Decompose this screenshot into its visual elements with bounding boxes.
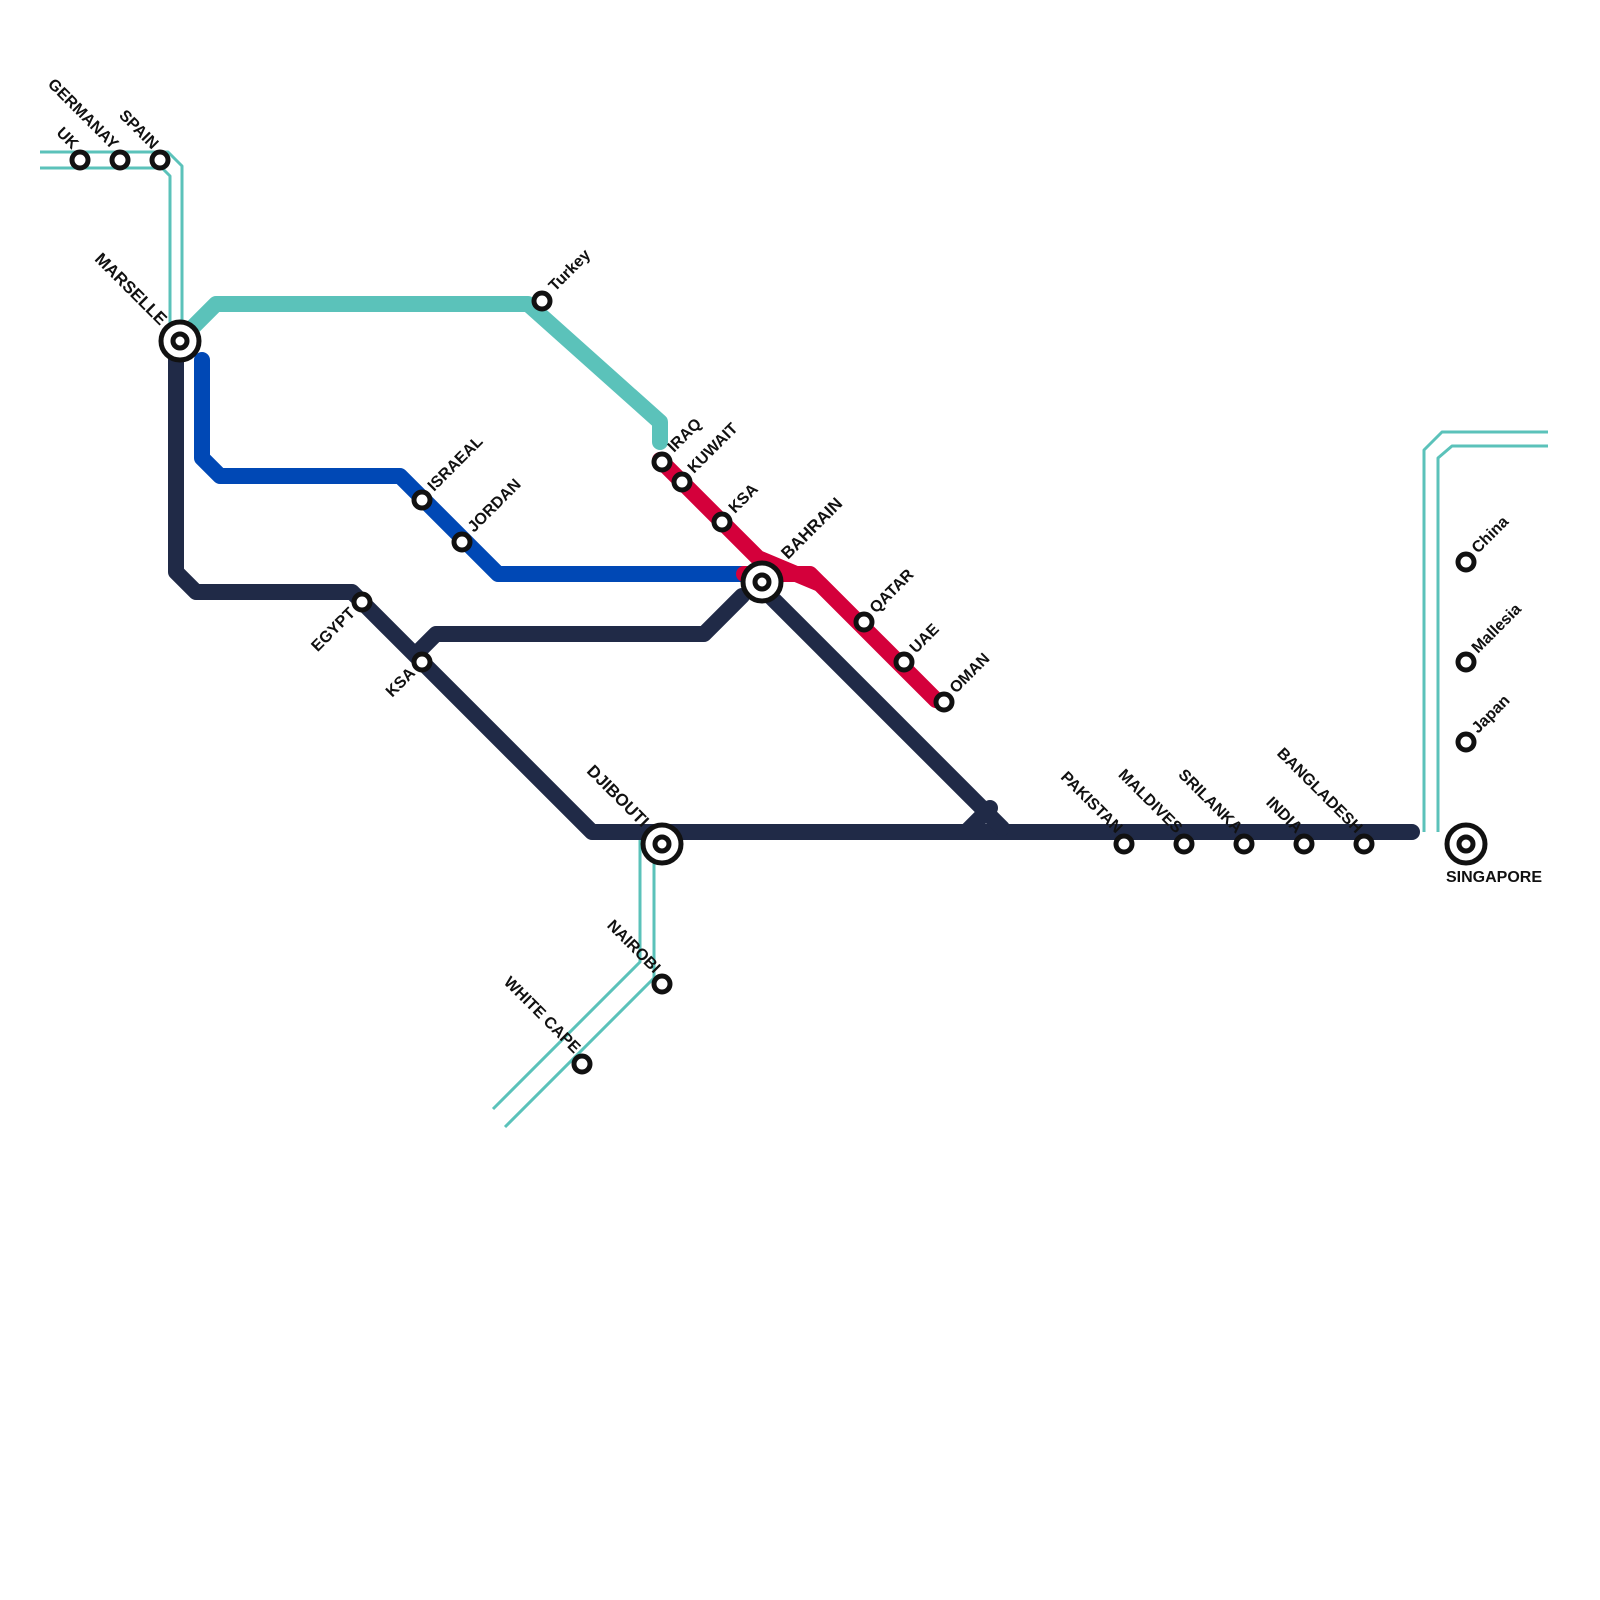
interchange-bahrain[interactable] xyxy=(740,560,784,604)
line-europe-outer xyxy=(40,150,184,332)
station-white-cape[interactable] xyxy=(571,1053,593,1075)
station-maldives[interactable] xyxy=(1173,833,1195,855)
label-singapore: SINGAPORE xyxy=(1446,869,1542,886)
station-uk[interactable] xyxy=(69,149,91,171)
station-china[interactable] xyxy=(1455,551,1477,573)
label-japan: Japan xyxy=(1469,692,1514,737)
label-djibouti: DJIBOUTI xyxy=(583,761,653,831)
station-kuwait[interactable] xyxy=(671,471,693,493)
interchange-djibouti[interactable] xyxy=(640,822,684,866)
label-uae: UAE xyxy=(907,621,943,657)
station-iraq[interactable] xyxy=(651,451,673,473)
label-ksa-south: KSA xyxy=(383,664,419,700)
station-ksa-north[interactable] xyxy=(711,511,733,533)
station-japan[interactable] xyxy=(1455,731,1477,753)
station-ksa-south[interactable] xyxy=(411,651,433,673)
line-europe-inner xyxy=(40,166,172,332)
label-spain: SPAIN xyxy=(115,107,161,153)
station-turkey[interactable] xyxy=(531,290,553,312)
label-qatar: QATAR xyxy=(867,566,918,617)
label-oman: OMAN xyxy=(947,650,994,697)
station-srilanka[interactable] xyxy=(1233,833,1255,855)
line-fareast-inner xyxy=(1422,430,1548,832)
label-germany: GERMANAY xyxy=(44,76,121,153)
line-africa-inner xyxy=(491,838,642,1111)
station-jordan[interactable] xyxy=(451,531,473,553)
label-jordan: JORDAN xyxy=(465,476,525,536)
station-spain[interactable] xyxy=(149,149,171,171)
label-turkey: Turkey xyxy=(546,246,594,294)
station-qatar[interactable] xyxy=(853,611,875,633)
label-white-cape: WHITE CAPE xyxy=(500,974,583,1057)
station-egypt[interactable] xyxy=(351,591,373,613)
station-bangladesh[interactable] xyxy=(1353,833,1375,855)
station-germany[interactable] xyxy=(109,149,131,171)
label-israel: ISRAEAL xyxy=(425,433,487,495)
label-ksa-north: KSA xyxy=(726,481,762,517)
navy-junction-spur xyxy=(958,800,998,840)
label-marselle: MARSELLE xyxy=(91,249,171,329)
label-malaysia: Mallesia xyxy=(1469,601,1525,657)
blue-line xyxy=(194,352,752,582)
label-china: China xyxy=(1469,513,1513,557)
line-fareast-outer xyxy=(1436,444,1548,832)
station-india[interactable] xyxy=(1293,833,1315,855)
navy-line xyxy=(168,324,1420,840)
label-egypt: EGYPT xyxy=(308,605,359,656)
interchange-marselle[interactable] xyxy=(158,319,202,363)
station-israel[interactable] xyxy=(411,489,433,511)
navy-ksa-bahrain xyxy=(410,588,750,660)
navy-bahrain-south xyxy=(758,584,1010,836)
station-nairobi[interactable] xyxy=(651,973,673,995)
teal-main-line xyxy=(180,296,668,450)
line-africa-outer xyxy=(503,838,656,1129)
station-malaysia[interactable] xyxy=(1455,651,1477,673)
label-uk: UK xyxy=(53,124,82,153)
station-uae[interactable] xyxy=(893,651,915,673)
navy-main-route xyxy=(168,324,1420,840)
interchange-singapore[interactable] xyxy=(1444,822,1488,866)
label-bahrain: BAHRAIN xyxy=(777,494,846,563)
station-pakistan[interactable] xyxy=(1113,833,1135,855)
station-oman[interactable] xyxy=(933,691,955,713)
stations xyxy=(69,149,1477,1075)
